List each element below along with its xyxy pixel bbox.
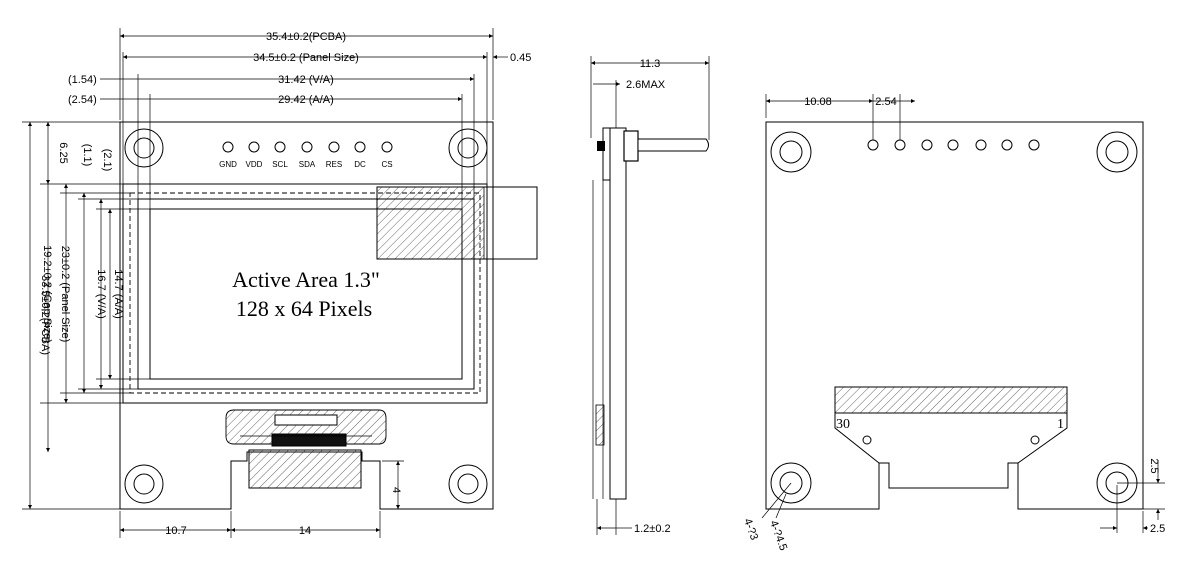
dim-top-11: (1.1) <box>81 144 93 167</box>
driver-callout-box <box>376 186 538 260</box>
hole-note-45: 4-?4.5 <box>767 519 789 552</box>
viewing-area <box>137 198 475 390</box>
active-area-title: Active Area 1.3" <box>232 267 380 292</box>
dim-aa-height: 14.7 (A/A) <box>112 269 124 319</box>
dim-va-width: 31.42 (V/A) <box>278 74 334 86</box>
back-fpc-outline <box>834 413 1068 464</box>
pin-label-gnd: GND <box>219 160 237 169</box>
dim-va-height: 16.7 (V/A) <box>95 269 107 319</box>
back-pcb-outline <box>765 121 1144 510</box>
dim-left-154: (1.54) <box>68 74 97 86</box>
front-view: GND VDD SCL SDA RES DC CS Active Area 1.… <box>22 28 538 538</box>
pin-label-res: RES <box>326 160 342 169</box>
dim-aa-width: 29.42 (A/A) <box>278 94 334 106</box>
dim-tab-4: 4 <box>390 487 402 493</box>
dim-side-height-max: 2.6MAX <box>626 79 666 91</box>
pin-label-dc: DC <box>354 160 366 169</box>
fpc-pin-30: 30 <box>836 417 850 432</box>
pin-label-scl: SCL <box>272 160 288 169</box>
side-glass <box>602 127 611 181</box>
dim-back-254: 2.54 <box>875 96 896 108</box>
side-pcb <box>609 127 627 500</box>
dim-back-1008: 10.08 <box>804 96 832 108</box>
dim-panel-height: 23±0.2 (Panel Size) <box>59 246 71 343</box>
fpc-stiffener <box>271 433 347 447</box>
active-area <box>149 208 463 380</box>
back-mounting-holes <box>770 131 1138 504</box>
hole-note-3: 4-?3 <box>741 517 760 542</box>
pin-label-sda: SDA <box>299 160 316 169</box>
side-header-pin <box>637 138 709 152</box>
dim-side-thickness: 1.2±0.2 <box>634 523 671 535</box>
side-header-base <box>623 130 639 162</box>
dim-left-254: (2.54) <box>68 94 97 106</box>
dim-back-bottom-25: 2.5 <box>1150 523 1165 535</box>
dim-bottom-14: 14 <box>299 525 311 537</box>
dim-offset-045: 0.45 <box>510 52 531 64</box>
fpc-pin-1: 1 <box>1057 417 1064 432</box>
side-pin-stub <box>597 141 605 151</box>
fpc-slot <box>274 414 338 426</box>
side-fpc-bend <box>595 404 605 446</box>
cap-outline <box>129 192 481 394</box>
dim-cap-height: 19.2±0.2 (Cap Size) <box>41 245 53 343</box>
dim-back-right-25: 2.5 <box>1148 458 1160 473</box>
panel-outline <box>122 183 488 404</box>
fpc-connector <box>248 449 362 489</box>
dim-pcb-width: 35.4±0.2(PCBA) <box>266 31 346 43</box>
front-pcb-outline <box>119 121 494 510</box>
active-area-pixels: 128 x 64 Pixels <box>236 296 372 321</box>
dim-bottom-107: 10.7 <box>165 525 186 537</box>
pin-label-cs: CS <box>381 160 392 169</box>
back-fpc-pads <box>834 386 1068 414</box>
dim-side-length: 11.3 <box>640 58 661 70</box>
back-view: 30 1 10.08 2.54 2.5 2.5 4-?3 4-?4.5 <box>741 94 1165 552</box>
back-pin-pads <box>867 139 1040 151</box>
dim-panel-width: 34.5±0.2 (Panel Size) <box>253 52 359 64</box>
pin-label-vdd: VDD <box>246 160 263 169</box>
driver-hatched-area <box>376 186 485 260</box>
pin-pads <box>222 141 393 153</box>
dim-top-625: 6.25 <box>57 142 69 163</box>
side-view: 11.3 2.6MAX 1.2±0.2 <box>590 56 710 535</box>
dim-top-21: (2.1) <box>101 149 113 172</box>
